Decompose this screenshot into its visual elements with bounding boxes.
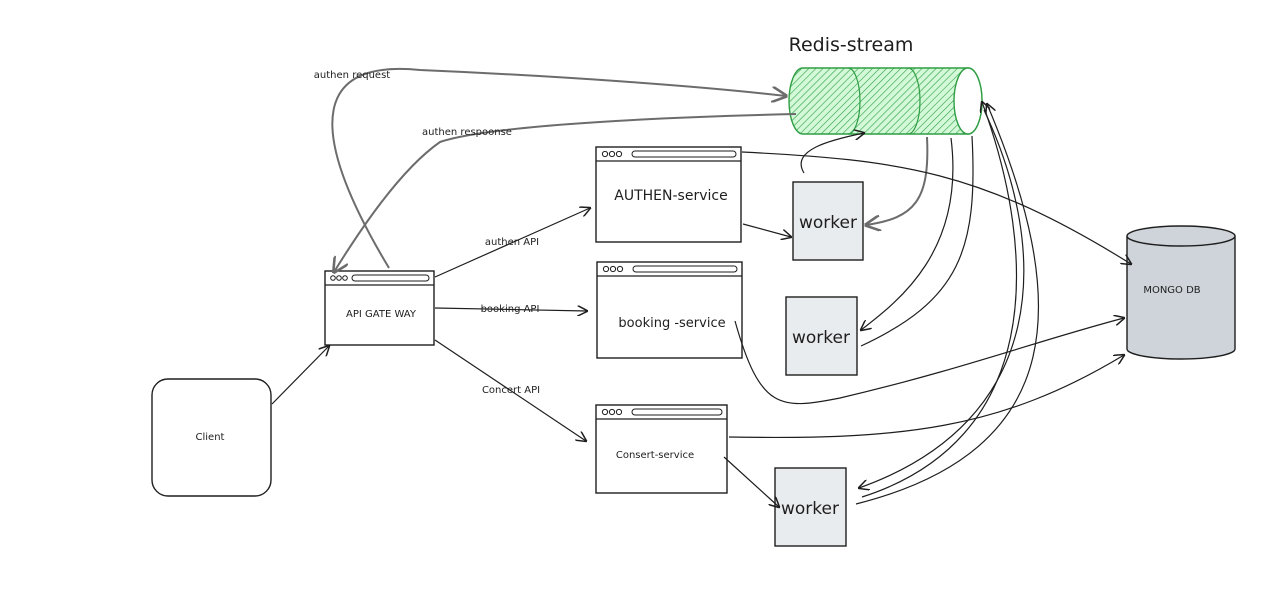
authen-service-node: AUTHEN-service — [595, 146, 742, 243]
edge-authen-request — [331, 68, 786, 269]
edge-label-concert-api: Concert API — [482, 385, 540, 396]
api-gateway-node: API GATE WAY — [324, 270, 435, 346]
worker-booking-node: worker — [785, 296, 858, 376]
mongo-db-label: MONGO DB — [1143, 285, 1200, 296]
edge-label-booking-api: booking API — [481, 304, 540, 315]
worker-authen-node: worker — [792, 181, 864, 261]
edge-redis-worker-booking-1 — [861, 137, 954, 330]
worker-concert-node: worker — [774, 467, 847, 547]
client-node: Client — [151, 378, 272, 497]
edge-authen-api — [434, 208, 590, 278]
edge-concert-mongo — [728, 355, 1124, 439]
edge-authen-service-worker — [742, 223, 791, 237]
edge-redis-worker-concert — [859, 109, 1025, 488]
edge-booking-mongo — [734, 318, 1124, 405]
booking-service-node: booking -service — [596, 261, 743, 359]
edge-worker-concert-redis-2 — [861, 102, 1018, 498]
concert-service-node: Consert-service — [595, 404, 728, 494]
redis-stream-cylinder — [788, 67, 983, 135]
edge-authen-response — [334, 113, 797, 272]
edge-booking-worker-redis — [860, 135, 974, 347]
worker-booking-label: worker — [792, 328, 850, 348]
edge-concert-api — [434, 339, 586, 441]
edge-worker-concert-redis — [855, 104, 1039, 505]
edge-label-authen-response: authen respoonse — [422, 127, 512, 138]
worker-concert-label: worker — [781, 499, 839, 519]
edge-worker-authen-redis — [800, 133, 864, 174]
edge-authen-mongo — [741, 151, 1131, 264]
worker-authen-label: worker — [799, 213, 857, 233]
edge-booking-api — [434, 308, 587, 311]
concert-service-label: Consert-service — [616, 450, 694, 461]
edge-redis-worker-authen — [866, 136, 929, 225]
api-gateway-label: API GATE WAY — [346, 309, 417, 320]
diagram-title: Redis-stream — [789, 34, 914, 56]
client-label: Client — [196, 432, 225, 443]
edge-label-authen-request: authen request — [314, 70, 390, 81]
authen-service-label: AUTHEN-service — [614, 188, 727, 204]
mongo-db-node: MONGO DB — [1126, 225, 1236, 360]
edge-concert-service-worker — [723, 456, 779, 507]
booking-service-label: booking -service — [618, 316, 725, 331]
edge-client-gateway — [271, 346, 329, 405]
edge-label-authen-api: authen API — [485, 237, 539, 248]
